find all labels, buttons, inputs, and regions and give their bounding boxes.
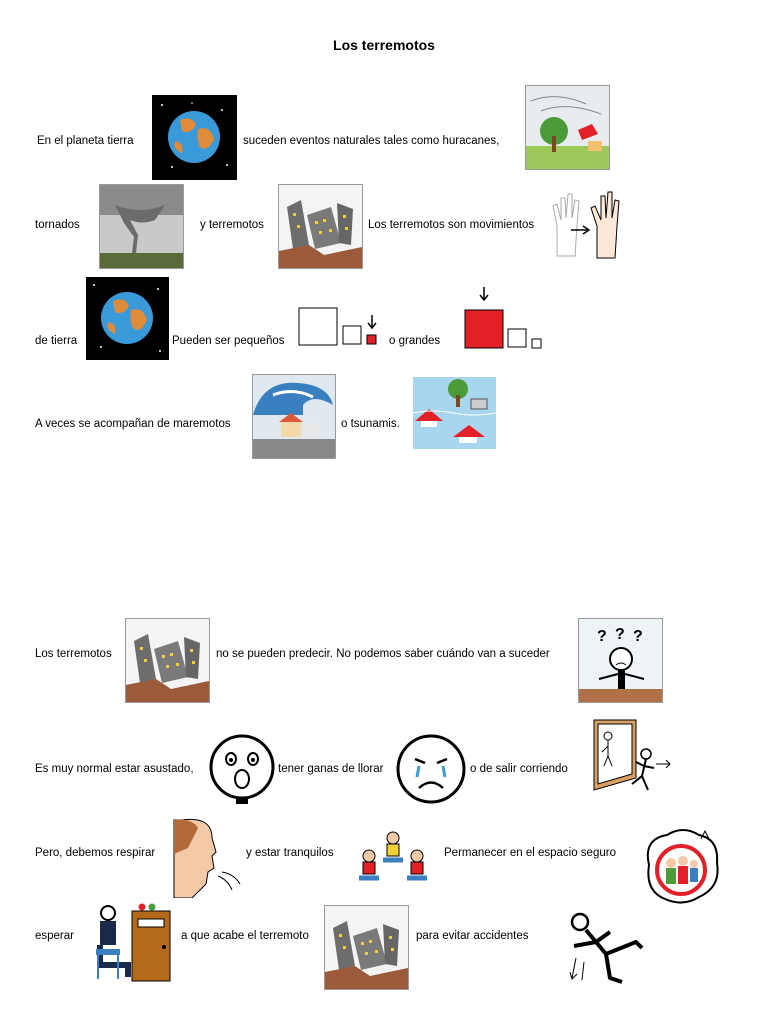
earthquake-icon: [278, 184, 363, 269]
hurricane-icon: [525, 85, 610, 170]
crying-face-icon: [395, 733, 467, 805]
earthquake-icon: [324, 905, 409, 990]
moving-hand-icon: [549, 186, 621, 260]
confused-person-icon: ? ? ?: [578, 618, 663, 703]
text-line: Es muy normal estar asustado,: [35, 763, 194, 775]
text-line: Pueden ser pequeños: [172, 335, 285, 347]
svg-text:?: ?: [597, 628, 607, 645]
small-squares-icon: [298, 307, 380, 347]
text-line: a que acabe el terremoto: [181, 930, 309, 942]
breathing-face-icon: [172, 818, 244, 898]
text-line: o grandes: [389, 335, 441, 347]
waiting-person-icon: [92, 903, 172, 983]
text-line: para evitar accidentes: [416, 930, 529, 942]
text-line: o tsunamis.: [341, 418, 400, 430]
text-line: o de salir corriendo: [470, 763, 568, 775]
text-line: tener ganas de llorar: [278, 763, 384, 775]
safe-space-icon: [639, 825, 723, 909]
svg-text:?: ?: [615, 626, 625, 643]
text-line: de tierra: [35, 335, 78, 347]
text-line: suceden eventos naturales tales como hur…: [243, 135, 500, 147]
running-out-door-icon: [588, 718, 672, 804]
earth-icon: [152, 95, 237, 180]
earth-icon: [86, 277, 169, 360]
text-line: Pero, debemos respirar: [35, 847, 156, 859]
text-line: no se pueden predecir. No podemos saber …: [216, 648, 550, 660]
text-line: Los terremotos: [35, 648, 112, 660]
text-line: Permanecer en el espacio seguro: [444, 847, 616, 859]
text-line: y terremotos: [200, 219, 264, 231]
calm-children-icon: [355, 830, 433, 886]
earthquake-icon: [125, 618, 210, 703]
tornado-icon: [99, 184, 184, 269]
text-line: A veces se acompañan de maremotos: [35, 418, 231, 430]
text-line: tornados: [35, 219, 80, 231]
text-line: y estar tranquilos: [246, 847, 334, 859]
tsunami-wave-icon: [252, 374, 336, 459]
scared-face-icon: [206, 733, 278, 805]
big-squares-icon: [463, 285, 545, 351]
text-line: En el planeta tierra: [37, 135, 134, 147]
falling-person-icon: [566, 912, 646, 986]
text-line: Los terremotos son movimientos: [368, 219, 535, 231]
svg-text:?: ?: [633, 628, 643, 645]
flood-icon: [413, 377, 496, 449]
text-line: esperar: [35, 930, 74, 942]
page-title: Los terremotos: [333, 37, 435, 53]
